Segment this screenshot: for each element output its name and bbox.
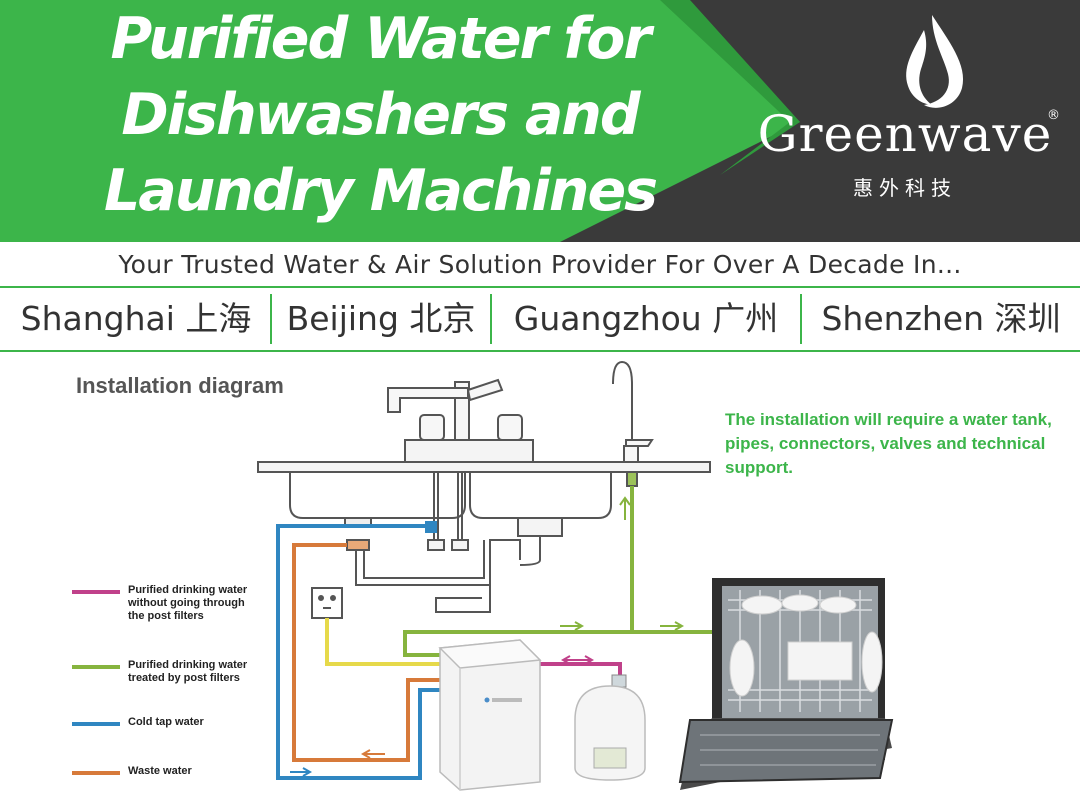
brand-name: Greenwave (757, 105, 1053, 163)
legend-swatch-orange (72, 771, 120, 775)
drinking-faucet-icon (612, 360, 654, 487)
legend-swatch-blue (72, 722, 120, 726)
installation-note: The installation will require a water ta… (725, 410, 1052, 477)
registered-mark: ® (1047, 108, 1060, 123)
tagline: Your Trusted Water & Air Solution Provid… (118, 250, 962, 279)
city-divider (270, 294, 272, 344)
city-shanghai: Shanghai 上海 (20, 299, 252, 338)
water-drop-icon (906, 15, 964, 108)
headline-line-2: Dishwashers and (121, 82, 640, 148)
headline-line-1: Purified Water for (110, 6, 651, 72)
legend-swatch-magenta (72, 590, 120, 594)
wall-socket-icon (311, 587, 343, 619)
header-banner (0, 0, 1080, 242)
cold-water-pipe (276, 524, 440, 780)
purified-water-pipe (540, 662, 622, 680)
headline-line-3: Laundry Machines (103, 158, 658, 224)
kitchen-faucet-icon (387, 378, 523, 441)
sink (257, 439, 711, 519)
installation-diagram (257, 360, 894, 791)
city-divider (490, 294, 492, 344)
dishwasher (678, 578, 894, 790)
flow-arrows (290, 496, 685, 777)
power-cable (325, 618, 440, 666)
drain-pipes (344, 472, 563, 613)
city-shenzhen: Shenzhen 深圳 (821, 299, 1061, 338)
cities-bar: Shanghai 上海 Beijing 北京 Guangzhou 广州 Shen… (0, 286, 1080, 352)
city-beijing: Beijing 北京 (286, 299, 476, 338)
diagram-title: Installation diagram (76, 373, 284, 398)
legend-label: Purified drinking water without going th… (128, 584, 248, 622)
brand-chinese-name: 惠外科技 (853, 176, 957, 200)
legend-label: Purified drinking water treated by post … (128, 659, 248, 684)
ro-purifier (438, 639, 542, 791)
post-filter-water-pipe (403, 486, 720, 657)
legend-label: Waste water (128, 765, 192, 777)
city-divider (800, 294, 802, 344)
pressure-tank (574, 674, 646, 781)
waste-water-pipe (292, 543, 440, 762)
legend-label: Cold tap water (128, 716, 204, 728)
city-guangzhou: Guangzhou 广州 (513, 299, 779, 338)
legend-swatch-green (72, 665, 120, 669)
